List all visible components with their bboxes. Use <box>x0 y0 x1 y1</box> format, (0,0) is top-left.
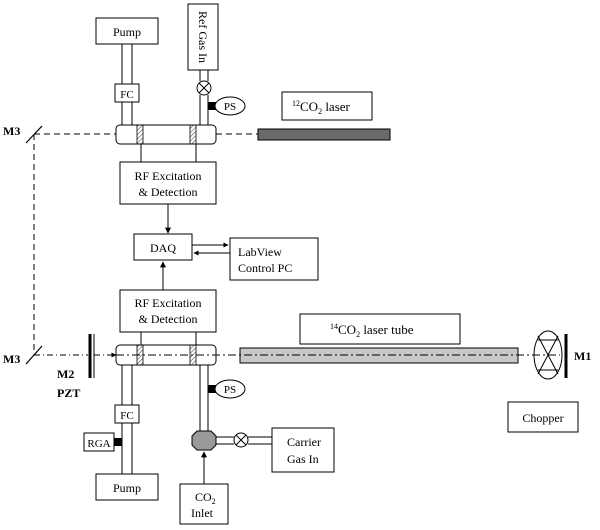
pump-bottom-box <box>95 473 159 501</box>
m2-label: M2 <box>57 367 74 381</box>
top-cell-window-left <box>136 124 144 145</box>
ps-top-label: PS <box>224 101 236 113</box>
ps-top-ellipse <box>214 96 246 116</box>
ps-bottom-label: PS <box>224 384 236 396</box>
m3-top-label: M3 <box>3 124 20 138</box>
top-cell <box>115 124 217 145</box>
fc-top-label: FC <box>120 89 133 101</box>
laser12-tube <box>257 128 391 141</box>
labview-box <box>229 237 319 281</box>
m3-bottom-label: M3 <box>3 352 20 366</box>
carrier-gas-label-1: Carrier <box>287 435 321 449</box>
chopper-wheel-icon <box>533 330 563 380</box>
daq-box <box>133 233 193 261</box>
valve-carrier-icon <box>233 432 249 448</box>
mirror-m3-bottom-icon <box>25 345 43 365</box>
pump-bottom-label: Pump <box>113 481 141 495</box>
fc-bottom-label: FC <box>120 410 133 422</box>
chopper-box <box>507 401 579 433</box>
m1-label: M1 <box>574 349 591 363</box>
ref-gas-in-label: Ref Gas In <box>196 11 210 63</box>
labview-label-1: LabView <box>238 245 282 259</box>
pump-top-label: Pump <box>113 25 141 39</box>
carrier-gas-label-2: Gas In <box>287 452 319 466</box>
fc-top-box <box>114 83 140 103</box>
ps-bottom-ellipse <box>214 379 246 399</box>
co2-inlet-box <box>179 483 229 525</box>
rga-port-icon <box>114 438 122 446</box>
rf-top-label-1: RF Excitation <box>135 169 202 183</box>
laser12-label: 12CO2 laser <box>292 99 351 116</box>
rf-top-box <box>119 161 217 205</box>
valve-top-icon <box>196 80 212 96</box>
laser14-label: 14CO2 laser tube <box>330 322 414 339</box>
chopper-label: Chopper <box>522 411 563 425</box>
daq-label: DAQ <box>150 241 176 255</box>
rf-bottom-label-2: & Detection <box>139 312 198 326</box>
pzt-label: PZT <box>57 386 80 400</box>
pump-top-box <box>95 17 159 45</box>
fc-bottom-box <box>114 404 140 424</box>
ref-gas-in-box <box>187 3 219 71</box>
laser12-label-box <box>281 91 373 121</box>
rf-top-label-2: & Detection <box>139 185 198 199</box>
labview-label-2: Control PC <box>238 261 292 275</box>
carrier-gas-box <box>271 427 335 473</box>
co2-label: CO2 <box>195 490 216 506</box>
ps-bottom-sensor-icon <box>208 385 216 393</box>
top-cell-window-right <box>189 124 197 145</box>
rf-bottom-label-1: RF Excitation <box>135 296 202 310</box>
laser14-label-box <box>299 313 461 345</box>
rf-bottom-box <box>119 289 217 333</box>
ps-top-sensor-icon <box>208 102 216 110</box>
inlet-label: Inlet <box>191 506 214 520</box>
rga-label: RGA <box>87 438 110 450</box>
inlet-manifold-icon <box>191 430 217 451</box>
